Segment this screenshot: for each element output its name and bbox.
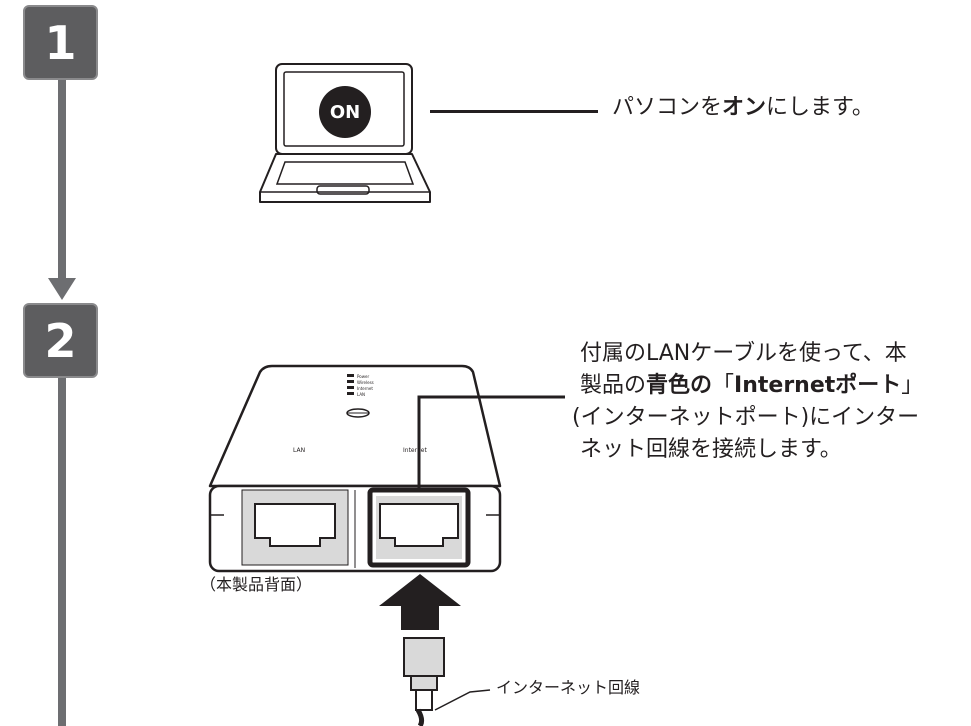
- led-label-wireless: Wireless: [357, 380, 374, 385]
- step2-line-2: 製品の青色の「Internetポート」: [580, 370, 923, 402]
- step2-line-1: 付属のLANケーブルを使って、本: [580, 341, 907, 366]
- led-label-power: Power: [357, 374, 370, 379]
- step2-quote-close: 」: [901, 373, 924, 398]
- lan-port-label: LAN: [293, 447, 306, 454]
- led-label-internet: Internet: [357, 386, 373, 391]
- flow-line-1: [58, 75, 66, 280]
- step1-instruction-post: にします。: [766, 95, 874, 120]
- lan-cable-plug-icon: [403, 637, 445, 726]
- step-number-1-label: 1: [44, 15, 77, 70]
- device-caption: （本製品背面）: [200, 575, 313, 594]
- step2-line-2-bold-2: Internetポート: [734, 373, 902, 398]
- step2-line-2-pre: 製品の: [580, 373, 647, 398]
- step2-quote-open: 「: [712, 373, 735, 398]
- cable-label: インターネット回線: [496, 678, 641, 697]
- step1-instruction-bold: オン: [722, 95, 767, 120]
- led-label-lan: LAN: [357, 392, 366, 397]
- flow-line-2: [58, 378, 66, 726]
- internet-port-label: Internet: [403, 447, 427, 454]
- on-badge: ON: [319, 86, 371, 138]
- on-badge-label: ON: [329, 101, 361, 123]
- step1-instruction: パソコンをオンにします。: [612, 92, 874, 124]
- step-number-2: 2: [23, 303, 98, 378]
- step2-line-3: (インターネットポート)にインター: [572, 405, 920, 430]
- step-number-1: 1: [23, 5, 98, 80]
- step-number-2-label: 2: [44, 313, 77, 368]
- step2-line-2-bold-1: 青色の: [646, 373, 713, 398]
- flow-arrowhead-icon: [48, 278, 76, 300]
- step2-line-4: ネット回線を接続します。: [580, 437, 842, 462]
- leader-line-step1: [430, 110, 598, 113]
- up-arrow-icon: [379, 574, 461, 630]
- step1-instruction-pre: パソコンを: [612, 95, 723, 120]
